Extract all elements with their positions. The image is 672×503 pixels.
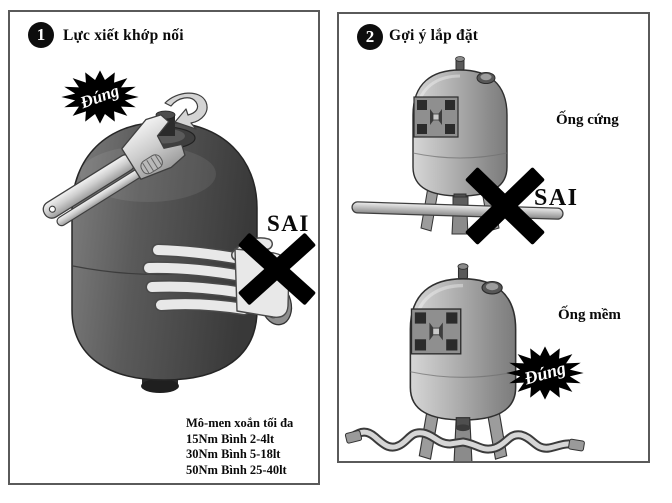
- starburst-icon: [506, 346, 584, 400]
- flexible-pipe: [344, 427, 585, 454]
- torque-line: 15Nm Bình 2-4lt: [186, 431, 275, 446]
- torque-note: Mô-men xoắn tối đa 15Nm Bình 2-4lt 30Nm …: [186, 416, 293, 478]
- wrench-icon: [42, 114, 186, 227]
- panel-2-title: Gợi ý lắp đặt: [389, 27, 479, 44]
- starburst-icon: [61, 70, 139, 124]
- torque-line: 30Nm Bình 5-18lt: [186, 447, 281, 461]
- torque-line: 50Nm Bình 25-40lt: [186, 462, 287, 477]
- wrong-label: SAI: [534, 185, 579, 211]
- correct-badge: Đúng: [60, 69, 140, 125]
- wrong-label: SAI: [267, 211, 310, 236]
- panel-2-header: 2 Gợi ý lắp đặt: [339, 14, 648, 60]
- rigid-pipe-figure: [351, 55, 564, 245]
- panel-1-header: 1 Lực xiết khớp nối: [10, 12, 318, 58]
- flexible-pipe-label: Ống mềm: [558, 307, 621, 323]
- installation-illustration: [344, 55, 585, 461]
- panel-1-title: Lực xiết khớp nối: [63, 27, 184, 44]
- panel-coupling-torque: 1 Lực xiết khớp nối Đúng SAI Mô-men xoắn…: [8, 10, 320, 485]
- flexible-pipe-figure: [344, 261, 585, 461]
- x-mark-icon: [465, 167, 545, 245]
- step-2-badge: 2: [357, 24, 383, 50]
- step-1-badge: 1: [28, 22, 54, 48]
- x-mark-icon: [238, 233, 316, 305]
- torque-heading: Mô-men xoắn tối đa: [186, 416, 294, 430]
- hand-icon: [142, 237, 293, 326]
- rigid-pipe-label: Ống cứng: [556, 112, 619, 128]
- torque-illustration: [42, 92, 316, 393]
- panel-installation-hints: 2 Gợi ý lắp đặt Ống cứng SAI Ống mềm Đún…: [337, 12, 650, 463]
- rotation-arrow-icon: [164, 92, 208, 130]
- correct-badge: Đúng: [505, 345, 585, 401]
